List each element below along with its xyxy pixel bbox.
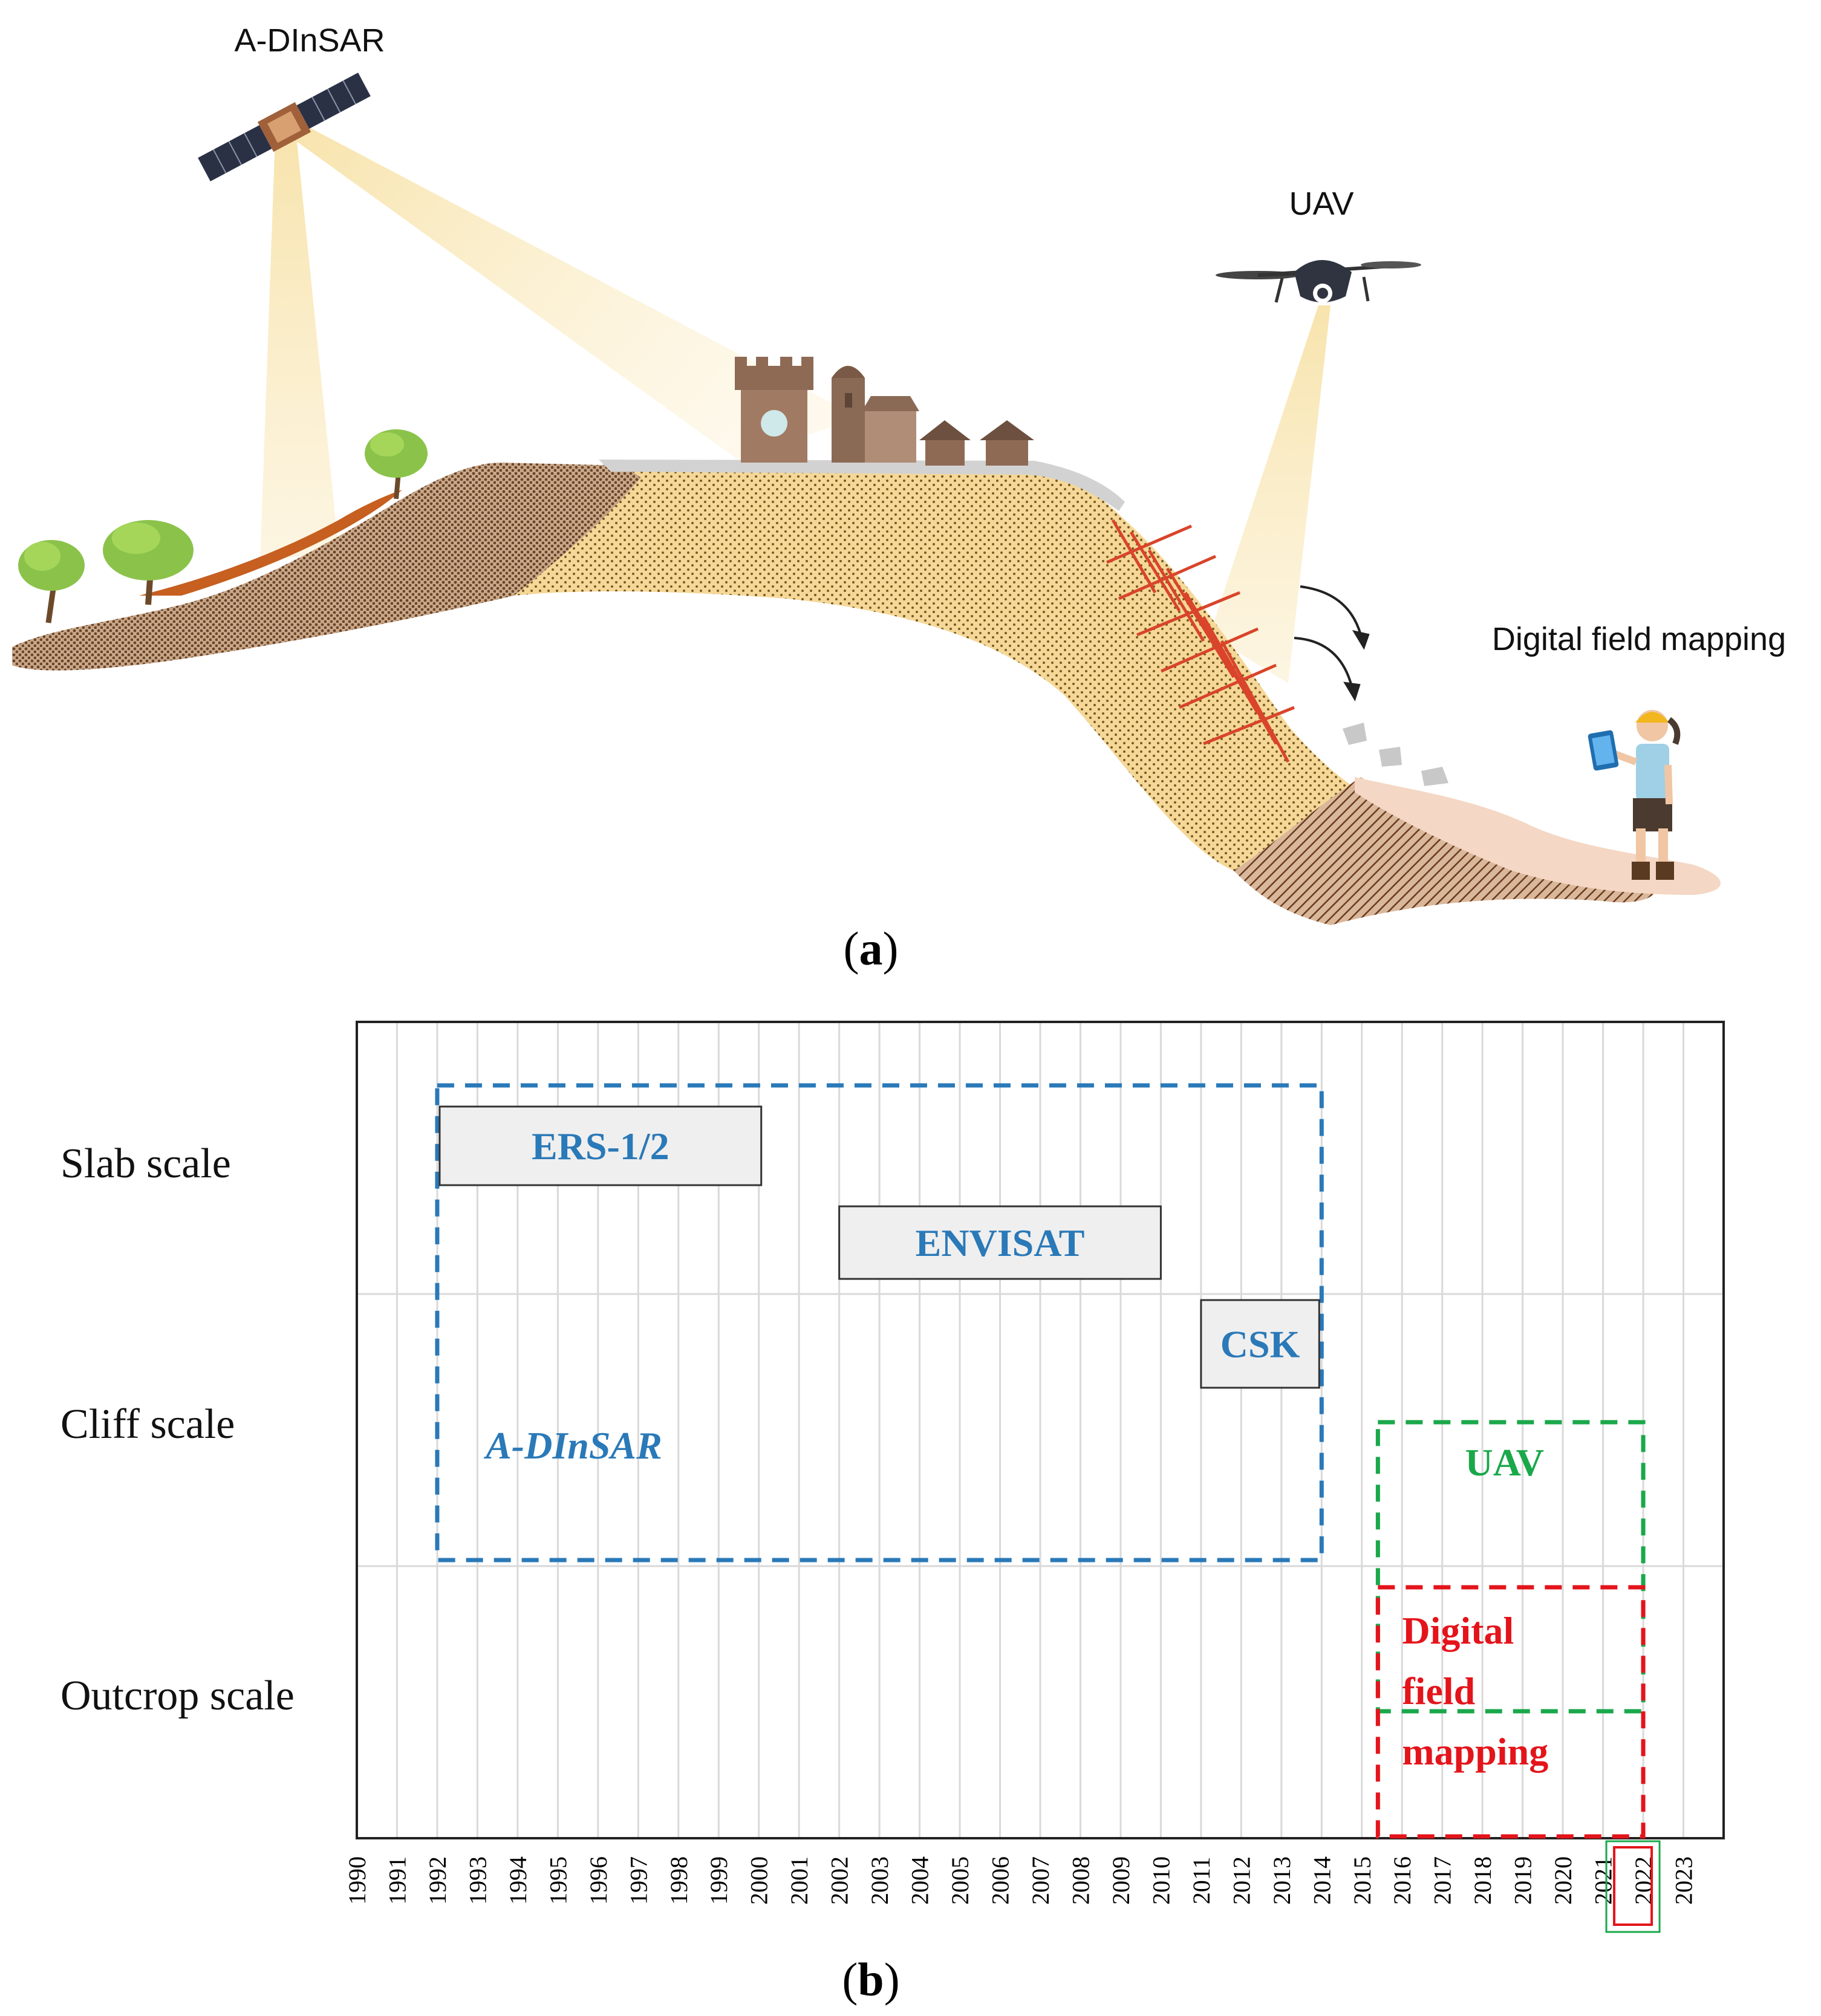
satellite-bar-label: ERS-1/2 <box>532 1125 669 1168</box>
satellite-icon <box>198 73 371 181</box>
field-group-box <box>1375 1585 1646 1839</box>
year-tick-label: 2005 <box>946 1856 974 1905</box>
year-tick-label: 2016 <box>1389 1856 1416 1905</box>
year-tick-label: 1998 <box>665 1856 692 1905</box>
year-tick-label: 2022 <box>1630 1856 1657 1905</box>
timeline-frame <box>356 1021 1725 1839</box>
satellite-bar <box>1200 1299 1320 1389</box>
terrain-hatched-base <box>1234 777 1655 925</box>
panel-b: Slab scale Cliff scale Outcrop scale A-D… <box>60 1021 1725 2006</box>
year-tick-label: 2009 <box>1107 1856 1135 1905</box>
panel-b-caption: (b) <box>842 1953 899 2006</box>
year-tick-label: 2011 <box>1188 1857 1215 1905</box>
field-group-label-line: Digital <box>1402 1609 1514 1652</box>
tablet-icon <box>1588 730 1619 771</box>
year-tick-label: 1996 <box>585 1856 612 1905</box>
year-tick-label: 2019 <box>1510 1856 1537 1905</box>
satellite-beam-oblique <box>293 127 859 460</box>
highlight-year-outer-box <box>1605 1840 1661 1933</box>
uav-label: UAV <box>1289 186 1354 222</box>
year-tick-label: 2000 <box>746 1856 773 1905</box>
year-tick-label: 2004 <box>907 1856 934 1905</box>
house-icon <box>919 420 971 466</box>
year-axis: 1990 1991 1992 1993 1994 1995 1996 1997 1998 1999… <box>344 1840 1698 1933</box>
satellite-bar-label: CSK <box>1220 1323 1300 1366</box>
year-tick-label: 2006 <box>987 1856 1014 1905</box>
year-tick-label: 2002 <box>826 1856 853 1905</box>
year-tick-label: 1994 <box>504 1856 532 1905</box>
year-tick-label: 2008 <box>1067 1856 1094 1905</box>
drone-icon <box>1216 260 1421 303</box>
highlight-year-inner-box <box>1613 1846 1653 1926</box>
satellite-label: A-DInSAR <box>234 22 385 59</box>
panel-a-caption: (a) <box>844 922 899 975</box>
year-tick-label: 1995 <box>544 1856 572 1905</box>
year-tick-label: 2014 <box>1308 1856 1335 1905</box>
debris-blocks <box>1343 723 1448 786</box>
fracture-lines <box>1106 519 1295 763</box>
satellite-beam-vertical <box>260 136 339 562</box>
row-dividers <box>357 1293 1724 1567</box>
year-tick-label: 1991 <box>383 1856 411 1905</box>
terrain-plateau <box>514 466 1385 871</box>
geologist-icon <box>1610 710 1681 880</box>
uav-group-label: UAV <box>1465 1441 1544 1484</box>
castle-icon <box>735 357 813 463</box>
year-tick-label: 1990 <box>344 1856 371 1905</box>
year-tick-label: 1997 <box>625 1856 652 1905</box>
year-tick-label: 2013 <box>1268 1856 1295 1905</box>
foreground-ground <box>1355 777 1721 895</box>
year-tick-label: 2023 <box>1670 1856 1698 1905</box>
church-icon <box>832 366 919 463</box>
terrain-left-slope <box>12 463 641 671</box>
row-label-slab: Slab scale <box>60 1140 231 1187</box>
rockfall-arrow-icon <box>1294 585 1370 701</box>
year-tick-label: 2003 <box>866 1856 893 1905</box>
landslide-layer <box>139 490 402 596</box>
field-mapping-label: Digital field mapping <box>1492 621 1786 657</box>
tree-icon <box>365 429 428 499</box>
insar-group-label: A-DInSAR <box>483 1424 662 1467</box>
panel-a: A-DInSAR UAV Digital field mapping (a) <box>12 22 1786 975</box>
timeline-grid <box>396 1022 1685 1838</box>
year-tick-label: 2007 <box>1027 1856 1054 1905</box>
year-tick-label: 2001 <box>786 1856 813 1905</box>
year-tick-label: 1993 <box>464 1856 491 1905</box>
tree-icon <box>103 520 194 605</box>
year-tick-label: 2012 <box>1228 1856 1255 1905</box>
uav-beam <box>1210 305 1331 683</box>
year-tick-label: 2017 <box>1429 1856 1456 1905</box>
field-group-label-line: mapping <box>1402 1730 1548 1773</box>
year-tick-label: 1999 <box>705 1856 732 1905</box>
year-tick-label: 2018 <box>1469 1856 1496 1905</box>
year-tick-label: 2015 <box>1349 1856 1376 1905</box>
row-label-cliff: Cliff scale <box>60 1401 235 1448</box>
plateau-top-surface <box>599 460 1125 511</box>
tree-icon <box>18 540 85 623</box>
year-tick-label: 2020 <box>1549 1856 1577 1905</box>
satellite-bar-label: ENVISAT <box>916 1221 1085 1264</box>
year-tick-label: 2010 <box>1147 1856 1174 1905</box>
insar-group-box <box>435 1083 1324 1562</box>
house-icon <box>980 420 1034 466</box>
satellite-bar <box>838 1205 1162 1280</box>
field-group-label-line: field <box>1402 1670 1475 1712</box>
year-tick-label: 1992 <box>424 1856 451 1905</box>
row-label-outcrop: Outcrop scale <box>60 1673 295 1719</box>
satellite-bar <box>438 1105 763 1186</box>
year-tick-label: 2021 <box>1590 1856 1617 1905</box>
